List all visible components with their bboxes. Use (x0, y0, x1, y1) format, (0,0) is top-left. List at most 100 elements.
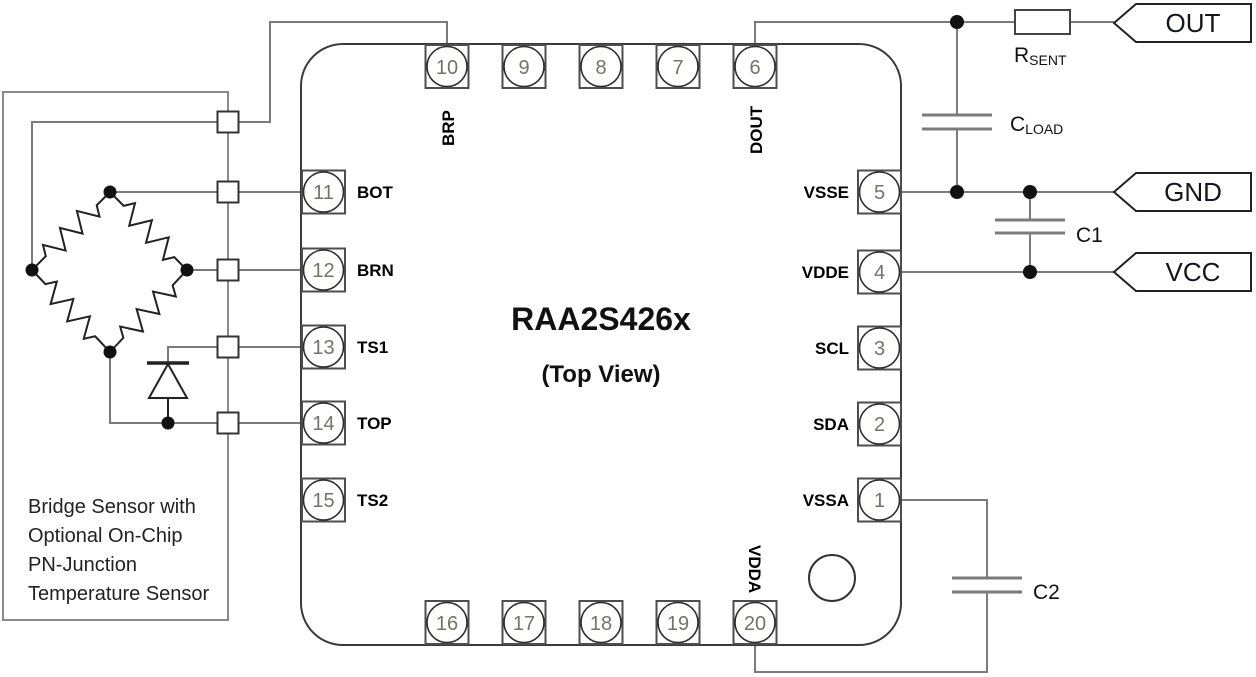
diode-triangle (147, 361, 189, 399)
pin-label-vsse: VSSE (804, 183, 849, 202)
pin-label-sda: SDA (813, 415, 849, 434)
wire-vssa-to-c2 (901, 499, 988, 577)
svg-text:7: 7 (672, 57, 683, 79)
capacitor-cload: CLOAD (922, 113, 1063, 137)
resistor-rsent: RSENT (1014, 9, 1071, 68)
pin-label-brp: BRP (439, 110, 458, 146)
sensor-terminals (216, 110, 240, 435)
c1-label: C1 (1076, 224, 1103, 247)
wheatstone-bridge (23, 183, 197, 360)
pin-1: 1 (857, 477, 902, 523)
junction-dot (161, 416, 175, 430)
pin-12: 12 (301, 247, 346, 293)
capacitor-c2: C2 (952, 576, 1060, 604)
pin-label-ts1: TS1 (357, 338, 388, 357)
junction-dot (950, 185, 964, 199)
pins-top: 10 9 8 7 6 (424, 44, 778, 89)
svg-text:8: 8 (595, 57, 606, 79)
wire-c2-to-vdda (754, 593, 988, 673)
terminal-square-top (216, 411, 240, 435)
svg-text:2: 2 (874, 414, 885, 436)
pin-label-scl: SCL (815, 339, 849, 358)
pin1-indicator-circle (808, 554, 856, 602)
pin-label-vdda: VDDA (745, 545, 764, 593)
bridge-node-right (180, 263, 194, 277)
sensor-note: Bridge Sensor with Optional On-Chip PN-J… (28, 496, 210, 605)
terminal-square-brp (216, 110, 240, 134)
junction-dot (1023, 185, 1037, 199)
svg-text:1: 1 (874, 490, 885, 512)
svg-text:17: 17 (513, 613, 535, 635)
pin-14: 14 (301, 400, 346, 446)
out-label: OUT (1166, 8, 1221, 38)
pins-left: 11 12 13 14 15 (301, 169, 346, 523)
wire-bridge-bottom-node (109, 352, 218, 424)
svg-text:12: 12 (312, 260, 334, 282)
pin-label-vdde: VDDE (802, 263, 849, 282)
rsent-label: RSENT (1014, 44, 1067, 68)
pin-label-brn: BRN (357, 261, 394, 280)
pin-11: 11 (301, 169, 346, 215)
pin-label-ts2: TS2 (357, 491, 388, 510)
pin-label-bot: BOT (357, 183, 394, 202)
bridge-resistor-top-left (23, 183, 119, 279)
cload-label: CLOAD (1010, 113, 1063, 137)
svg-text:20: 20 (744, 613, 766, 635)
vcc-label: VCC (1166, 257, 1221, 287)
connector-flag-vcc: VCC (1112, 252, 1252, 292)
junction-dots (161, 15, 1037, 430)
pin-10: 10 (424, 44, 470, 89)
chip-view-label: (Top View) (541, 361, 660, 388)
pin-2: 2 (857, 401, 902, 447)
bridge-node-left (25, 263, 39, 277)
svg-text:3: 3 (874, 338, 885, 360)
terminal-square-bot (216, 180, 240, 204)
pin-5: 5 (857, 169, 902, 215)
svg-text:14: 14 (312, 413, 334, 435)
svg-text:6: 6 (749, 57, 760, 79)
bridge-resistor-bottom-left (23, 262, 117, 359)
svg-text:15: 15 (312, 490, 334, 512)
pin-label-top: TOP (357, 414, 392, 433)
svg-text:18: 18 (590, 613, 612, 635)
sensor-note-line: PN-Junction (28, 554, 137, 576)
bridge-resistor-bottom-right (101, 263, 195, 360)
wiring (31, 21, 1114, 673)
terminal-square-brn (216, 258, 240, 282)
pin-7: 7 (655, 44, 701, 89)
svg-text:16: 16 (436, 613, 458, 635)
temperature-diode (147, 361, 189, 423)
pin-6: 6 (732, 44, 778, 89)
capacitor-c1: C1 (995, 218, 1103, 247)
chip-name: RAA2S426x (511, 301, 691, 337)
pin-15: 15 (301, 477, 346, 523)
pin-17: 17 (501, 600, 547, 645)
pin-16: 16 (424, 600, 470, 645)
svg-text:5: 5 (874, 182, 885, 204)
chip-body (300, 43, 902, 646)
gnd-label: GND (1164, 177, 1222, 207)
connector-flag-gnd: GND (1112, 172, 1252, 212)
pin-4: 4 (857, 249, 902, 295)
svg-text:9: 9 (518, 57, 529, 79)
sensor-note-line: Bridge Sensor with (28, 496, 196, 518)
wire-bridge-left-node (31, 121, 218, 270)
pin-3: 3 (857, 325, 902, 371)
junction-dot (1023, 265, 1037, 279)
pin-9: 9 (501, 44, 547, 89)
terminal-square-ts1 (216, 335, 240, 359)
pin-13: 13 (301, 324, 346, 370)
svg-text:10: 10 (436, 57, 458, 79)
pins-right: 5 4 3 2 1 (857, 169, 902, 523)
bridge-resistor-top-right (101, 183, 197, 280)
c2-label: C2 (1033, 581, 1060, 604)
pin-19: 19 (655, 600, 701, 645)
bridge-node-bottom (103, 345, 117, 359)
svg-text:4: 4 (874, 262, 885, 284)
pins-bottom: 16 17 18 19 20 (424, 600, 778, 645)
pin-label-dout: DOUT (747, 105, 766, 154)
wire-brp (238, 21, 448, 123)
sensor-note-line: Optional On-Chip (28, 525, 183, 547)
